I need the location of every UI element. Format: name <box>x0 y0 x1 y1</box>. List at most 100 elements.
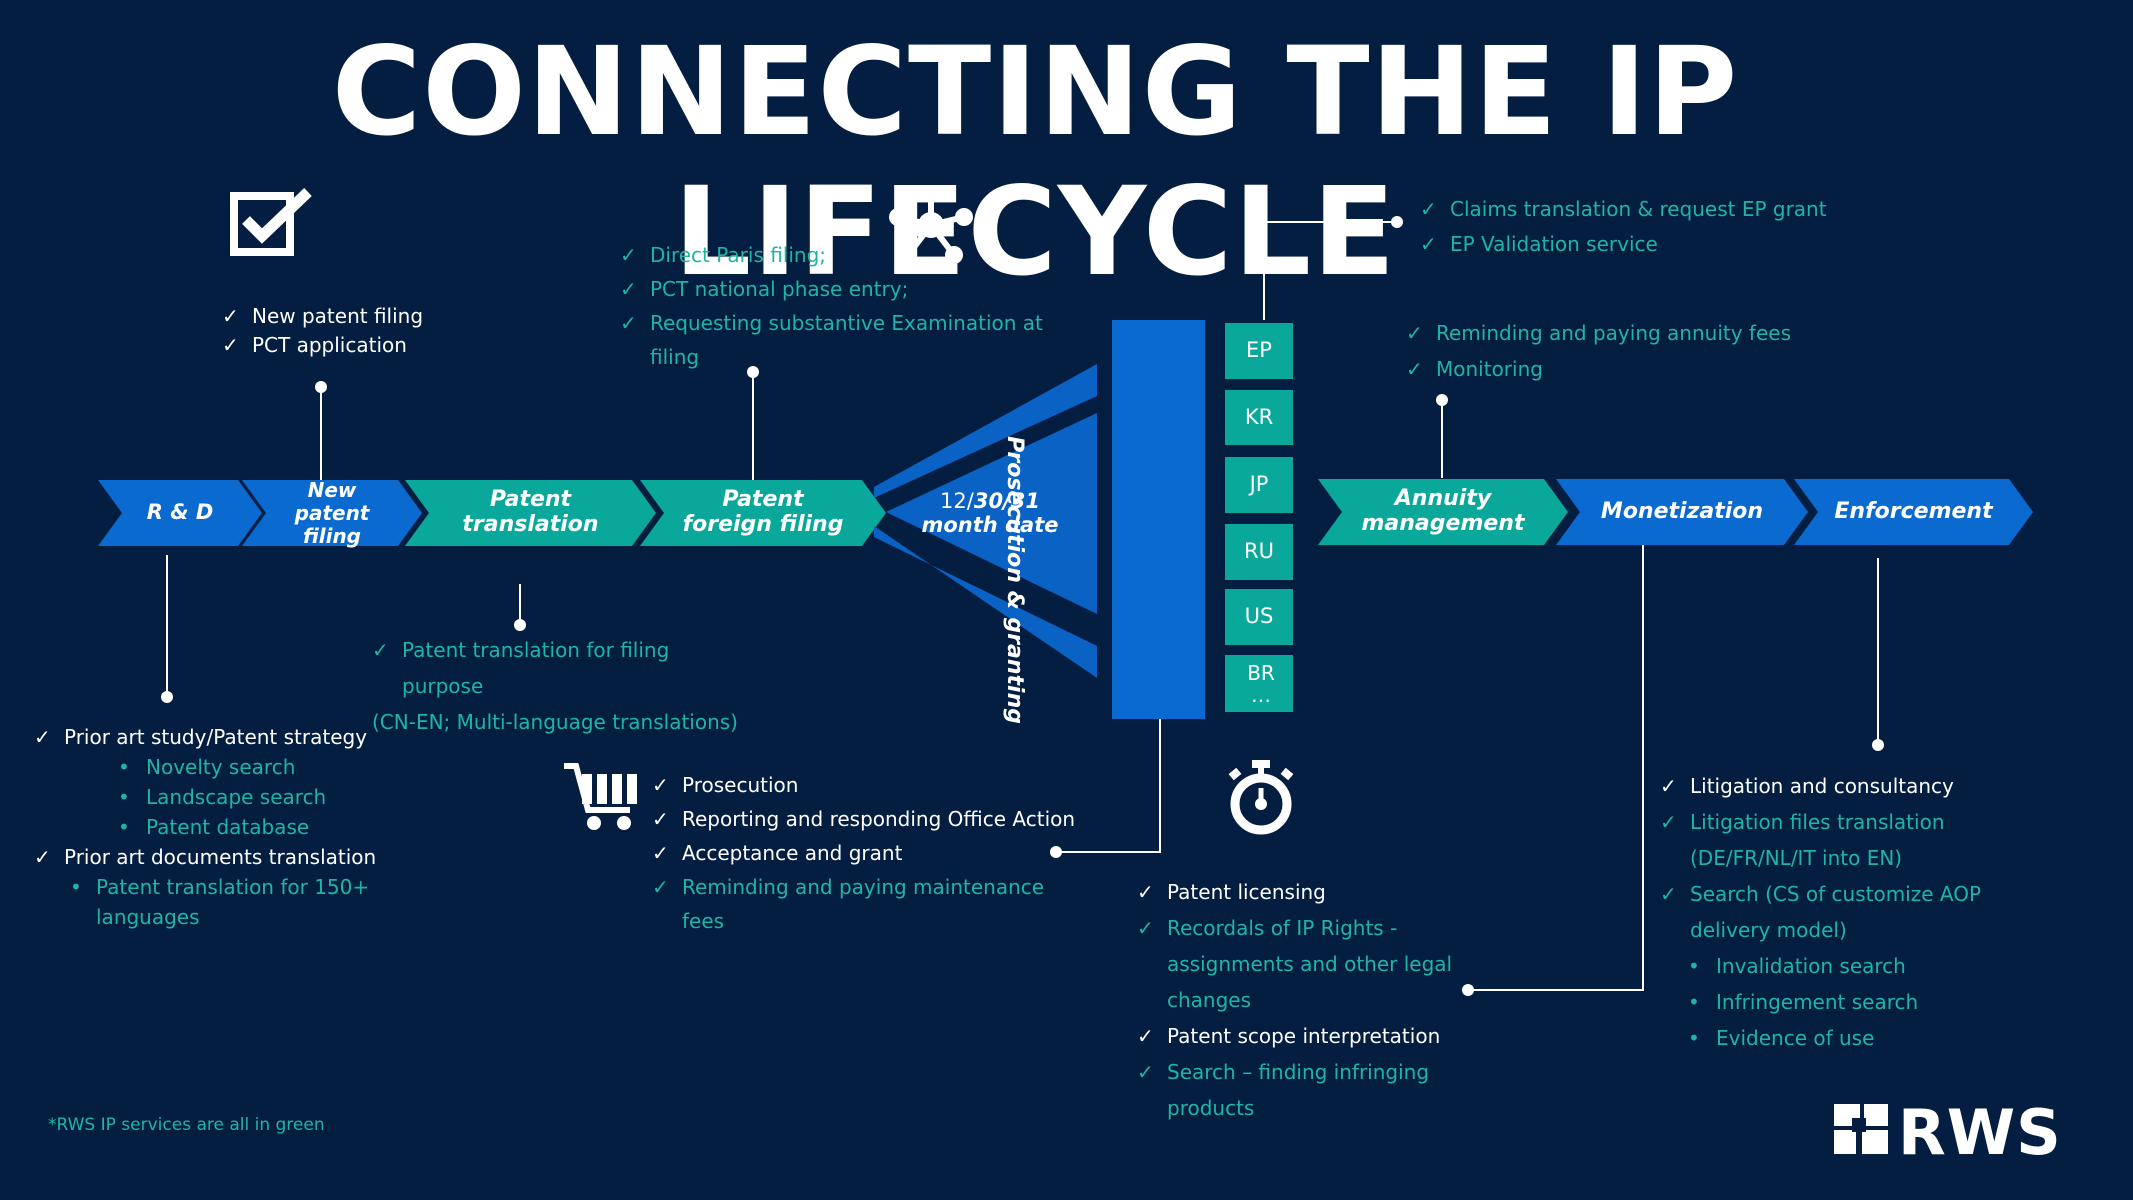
check-icon: ✓ <box>1137 1060 1154 1084</box>
list-item: ✓Direct Paris filing; <box>620 238 1060 272</box>
prosecution-label: Prosecution & granting <box>1002 435 1028 725</box>
list-item-text: Litigation and consultancy <box>1690 774 1954 798</box>
bullet-icon: • <box>1688 954 1700 978</box>
stage-new-filing-label: New patent filing <box>294 477 370 548</box>
country-jp: JP <box>1249 472 1269 497</box>
connector-prosecution <box>1056 719 1161 853</box>
funnel-lower-wing <box>874 526 1097 678</box>
check-icon: ✓ <box>1420 197 1437 221</box>
list-item: ✓ Patent translation for filing <box>372 632 792 668</box>
list-item: ✓Reminding and paying maintenance fees <box>652 870 1092 938</box>
check-icon: ✓ <box>620 243 637 267</box>
list-item: ✓ Litigation files translation <box>1660 804 2060 840</box>
list-item-text: Reporting and responding Office Action <box>682 807 1076 831</box>
list-item-text: Evidence of use <box>1716 1026 1875 1050</box>
list-item-text: Requesting substantive Examination at <box>650 311 1043 335</box>
check-icon: ✓ <box>1660 810 1677 834</box>
check-icon: ✓ <box>1660 882 1677 906</box>
bullet-icon: • <box>118 815 130 839</box>
foreign-filing-list: ✓Direct Paris filing; ✓ PCT national phas… <box>620 238 1060 374</box>
list-item: ✓Reporting and responding Office Action <box>652 802 1092 836</box>
country-box-ru <box>1225 524 1293 580</box>
stage-translation-label: Patent translation <box>462 487 599 537</box>
country-us: US <box>1244 604 1274 629</box>
list-item: ✓ Search (CS of customize AOP <box>1660 876 2060 912</box>
list-item: ✓Monitoring <box>1406 351 1806 387</box>
dot-enforcement <box>1872 739 1884 751</box>
bullet-icon: • <box>1688 1026 1700 1050</box>
list-item: products <box>1137 1090 1497 1126</box>
check-icon: ✓ <box>652 773 669 797</box>
list-item: ✓New patent filing <box>222 302 542 331</box>
prosecution-bar <box>1112 320 1205 719</box>
stage-month-date: 12/30/31 month date <box>910 484 1070 544</box>
monetization-list: ✓Patent licensing ✓Recordals of IP Right… <box>1137 874 1497 1126</box>
list-item: purpose <box>372 668 792 704</box>
month-date-line2: month date <box>921 513 1059 537</box>
list-item-text: Recordals of IP Rights - <box>1167 916 1398 940</box>
stage-patent-foreign-filing: Patent foreign filing <box>664 480 862 546</box>
page-title: CONNECTING THE IP LIFECYCLE <box>331 21 1739 303</box>
check-icon: ✓ <box>1420 232 1437 256</box>
list-item: • Patent database <box>34 812 414 842</box>
check-icon: ✓ <box>1137 880 1154 904</box>
check-icon: ✓ <box>34 845 51 869</box>
list-item: • Novelty search <box>34 752 414 782</box>
list-item-text: Reminding and paying annuity fees <box>1436 321 1791 345</box>
list-item-text: Novelty search <box>146 755 296 779</box>
list-item-text: Search (CS of customize AOP <box>1690 882 1982 906</box>
check-icon: ✓ <box>372 638 389 662</box>
ep-grant-list: ✓Claims translation & request EP grant ✓… <box>1420 192 1840 262</box>
check-icon: ✓ <box>1137 1024 1154 1048</box>
list-item-text: Patent scope interpretation <box>1167 1024 1441 1048</box>
list-item-text: Litigation files translation <box>1690 810 1945 834</box>
new-filing-list: ✓New patent filing ✓PCT application <box>222 302 542 360</box>
list-item-text: Prior art study/Patent strategy <box>64 725 368 749</box>
list-item: •Invalidation search <box>1660 948 2060 984</box>
list-item: ✓ Recordals of IP Rights - <box>1137 910 1497 946</box>
list-item: assignments and other legal <box>1137 946 1497 982</box>
list-item-text: Infringement search <box>1716 990 1919 1014</box>
list-item-text: Patent translation for filing <box>402 638 670 662</box>
translation-list: ✓ Patent translation for filing purpose (… <box>372 632 792 740</box>
dot-rd <box>161 691 173 703</box>
prosecution-list: ✓Prosecution ✓Reporting and responding O… <box>652 768 1092 938</box>
bullet-icon: • <box>70 875 82 899</box>
month-date-bold: 30/31 <box>973 489 1040 514</box>
funnel-upper-wing <box>874 364 1097 498</box>
stage-enforcement: Enforcement <box>1818 479 2009 545</box>
list-item-text: Search – finding infringing <box>1167 1060 1430 1084</box>
check-icon: ✓ <box>620 277 637 301</box>
list-item: changes <box>1137 982 1497 1018</box>
list-item: ✓Acceptance and grant <box>652 836 1092 870</box>
check-icon: ✓ <box>34 725 51 749</box>
list-item: ✓ EP Validation service <box>1420 227 1840 262</box>
list-item: (CN-EN; Multi-language translations) <box>372 704 792 740</box>
connector-lines <box>166 221 1879 991</box>
stage-annuity-management: Annuity management <box>1342 479 1544 545</box>
check-icon: ✓ <box>1137 916 1154 940</box>
list-item: ✓Prosecution <box>652 768 1092 802</box>
bullet-icon: • <box>1688 990 1700 1014</box>
list-item: ✓Claims translation & request EP grant <box>1420 192 1840 227</box>
bullet-icon: • <box>118 785 130 809</box>
list-item: ✓Prior art documents translation <box>34 842 414 872</box>
checkbox-icon <box>230 188 312 256</box>
list-item-text: EP Validation service <box>1450 232 1658 256</box>
check-icon: ✓ <box>1406 321 1423 345</box>
list-item: •Landscape search <box>34 782 414 812</box>
list-item: ✓ Search – finding infringing <box>1137 1054 1497 1090</box>
check-icon: ✓ <box>1406 357 1423 381</box>
check-icon: ✓ <box>620 311 637 335</box>
list-item: ✓PCT application <box>222 331 542 360</box>
bullet-icon: • <box>118 755 130 779</box>
check-icon: ✓ <box>652 875 669 899</box>
country-box-br <box>1225 655 1293 712</box>
country-ep: EP <box>1246 338 1272 363</box>
list-item-text: PCT national phase entry; <box>650 277 909 301</box>
shopping-cart-icon <box>564 763 637 830</box>
list-item-text: Patent database <box>146 815 310 839</box>
list-item-text: (DE/FR/NL/IT into EN) <box>1690 846 1903 870</box>
stage-new-patent-filing: New patent filing <box>266 476 398 550</box>
stage-rd: R & D <box>122 480 238 546</box>
